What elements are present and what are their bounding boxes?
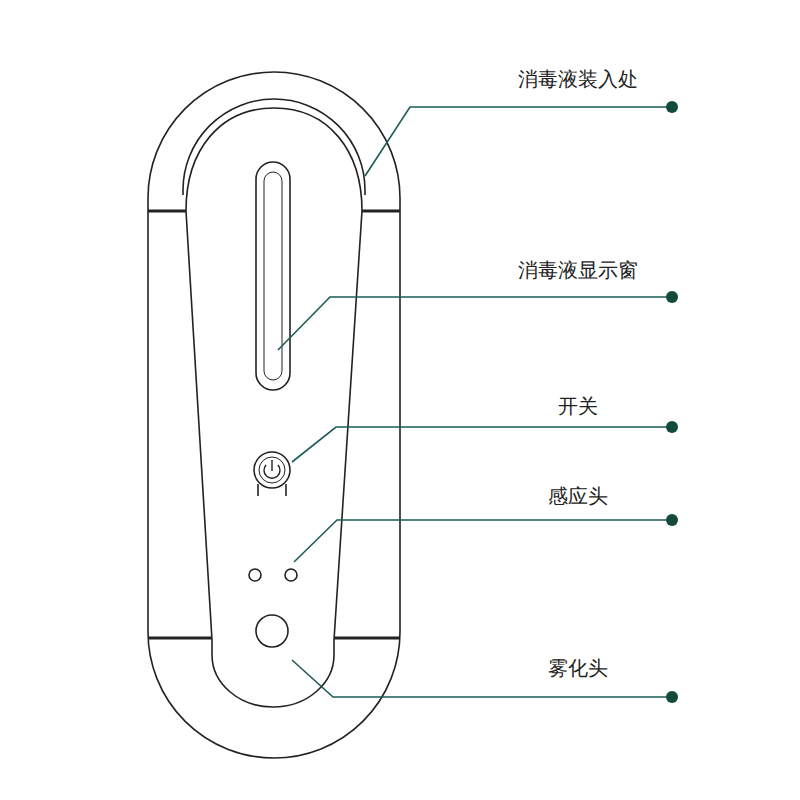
part-label: 感应头 bbox=[546, 484, 610, 508]
bottom-cap bbox=[148, 660, 274, 756]
band-line bbox=[362, 210, 400, 213]
leader-dot bbox=[666, 691, 678, 703]
leader-dot bbox=[666, 514, 678, 526]
leader-dot bbox=[666, 101, 678, 113]
leader-line bbox=[292, 660, 672, 697]
power-symbol bbox=[271, 460, 272, 471]
leader-line bbox=[294, 520, 672, 562]
part-label: 消毒液显示窗 bbox=[516, 258, 640, 282]
band-line bbox=[148, 637, 212, 640]
leader-line bbox=[365, 107, 672, 176]
cap-arc bbox=[183, 99, 365, 195]
front-panel bbox=[186, 108, 362, 707]
button-leg bbox=[257, 484, 259, 496]
power-button bbox=[254, 452, 290, 488]
part-label: 雾化头 bbox=[546, 656, 610, 680]
part-label: 开关 bbox=[556, 394, 600, 418]
leader-line bbox=[278, 297, 672, 350]
leader-dot bbox=[666, 291, 678, 303]
housing-outline bbox=[148, 72, 400, 758]
level-window bbox=[256, 162, 290, 390]
button-leg bbox=[285, 484, 287, 496]
sensor bbox=[285, 569, 297, 581]
power-button-ring bbox=[259, 457, 285, 483]
part-label: 消毒液装入处 bbox=[516, 67, 640, 91]
sensor bbox=[249, 569, 261, 581]
band-line bbox=[334, 637, 400, 640]
leader-line bbox=[292, 427, 672, 462]
nozzle bbox=[256, 615, 288, 647]
band-line bbox=[148, 210, 186, 213]
leader-dot bbox=[666, 421, 678, 433]
